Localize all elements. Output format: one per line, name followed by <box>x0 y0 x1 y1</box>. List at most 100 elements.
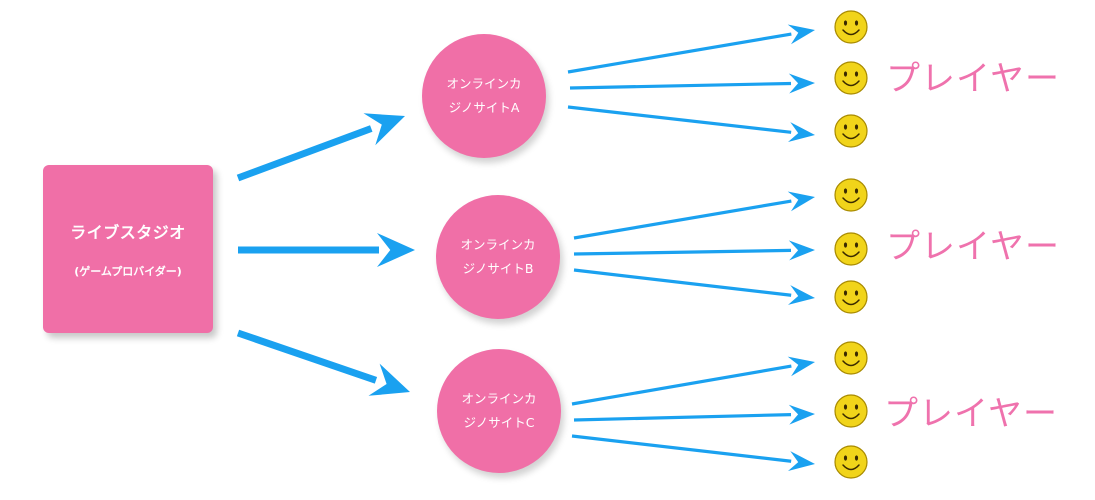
site-a-to-player-2-arrow-head <box>788 73 815 94</box>
smiley-mouth <box>842 80 860 87</box>
smiley-face <box>834 280 868 314</box>
site-b-label-line1: オンラインカ <box>460 237 536 252</box>
player-arrows <box>567 24 815 471</box>
smiley-face-icon <box>834 232 868 266</box>
site-a-to-player-1-arrow-head <box>787 24 815 45</box>
smiley-mouth <box>842 197 860 204</box>
smiley-right-eye <box>854 242 859 248</box>
smiley-face <box>834 114 868 148</box>
casino-site-a-circle: オンラインカ ジノサイトA <box>422 34 546 158</box>
studio-arrows <box>236 113 415 396</box>
live-studio-box: ライブスタジオ (ゲームプロバイダー) <box>43 165 213 333</box>
smiley-face-icon <box>834 280 868 314</box>
smiley-face-icon <box>834 178 868 212</box>
site-c-to-player-2-arrow-shaft <box>573 412 792 422</box>
smiley-face <box>834 341 868 375</box>
smiley-left-eye <box>843 404 848 410</box>
smiley-right-eye <box>854 71 859 77</box>
smiley-face-icon <box>834 61 868 95</box>
site-a-to-player-3-arrow-shaft <box>567 105 792 134</box>
casino-site-b-circle: オンラインカ ジノサイトB <box>436 195 560 319</box>
smiley-mouth <box>842 413 860 420</box>
studio-to-site-a-arrow-shaft <box>236 125 373 182</box>
site-b-to-player-1-arrow-shaft <box>573 199 792 240</box>
smiley-face-icon <box>834 341 868 375</box>
smiley-face <box>834 394 868 428</box>
smiley-left-eye <box>843 20 848 26</box>
site-a-to-player-1-arrow-shaft <box>567 32 792 74</box>
smiley-mouth <box>842 29 860 36</box>
smiley-right-eye <box>854 351 859 357</box>
site-c-to-player-1-arrow-head <box>787 356 815 377</box>
player-label-c: プレイヤー <box>884 394 1058 434</box>
smiley-face <box>834 10 868 44</box>
smiley-right-eye <box>854 404 859 410</box>
smiley-mouth <box>842 133 860 140</box>
smiley-face-icon <box>834 394 868 428</box>
smiley-left-eye <box>843 71 848 77</box>
smiley-left-eye <box>843 188 848 194</box>
smiley-left-eye <box>843 455 848 461</box>
site-b-label-line2: ジノサイトB <box>462 261 534 276</box>
player-label-a: プレイヤー <box>886 59 1060 99</box>
smiley-face-icon <box>834 114 868 148</box>
smiley-face <box>834 232 868 266</box>
studio-to-site-c-arrow-shaft <box>236 329 378 384</box>
site-c-to-player-2-arrow-head <box>788 404 815 425</box>
smiley-left-eye <box>843 351 848 357</box>
smiley-right-eye <box>854 188 859 194</box>
site-b-to-player-2-arrow-head <box>788 240 815 261</box>
studio-to-site-c-arrow-head <box>368 363 410 396</box>
site-b-to-player-2-arrow <box>573 240 815 261</box>
site-c-to-player-1-arrow-shaft <box>571 364 792 406</box>
site-c-label-line2: ジノサイトC <box>463 415 535 430</box>
site-a-to-player-2-arrow-shaft <box>569 81 792 90</box>
smiley-mouth <box>842 464 860 471</box>
smiley-right-eye <box>854 20 859 26</box>
smiley-face <box>834 178 868 212</box>
site-b-to-player-3-arrow-shaft <box>573 268 792 297</box>
site-b-to-player-3-arrow <box>573 268 815 305</box>
smileys <box>834 10 868 479</box>
site-a-to-player-2-arrow <box>569 73 815 94</box>
casino-site-c-circle: オンラインカ ジノサイトC <box>437 349 561 473</box>
player-label-b: プレイヤー <box>886 227 1060 267</box>
site-a-label-line1: オンラインカ <box>446 76 522 91</box>
studio-to-site-a-arrow <box>236 113 405 182</box>
site-c-to-player-3-arrow-head <box>788 451 815 471</box>
site-b-to-player-3-arrow-head <box>788 285 815 305</box>
site-c-to-player-1-arrow <box>571 356 815 406</box>
smiley-right-eye <box>854 290 859 296</box>
site-c-to-player-3-arrow-shaft <box>571 434 792 463</box>
smiley-left-eye <box>843 124 848 130</box>
smiley-left-eye <box>843 290 848 296</box>
site-c-to-player-3-arrow <box>571 434 815 471</box>
studio-subtitle: (ゲームプロバイダー) <box>74 265 182 278</box>
smiley-left-eye <box>843 242 848 248</box>
smiley-face <box>834 61 868 95</box>
site-a-to-player-3-arrow-head <box>788 122 815 142</box>
studio-title: ライブスタジオ <box>70 223 186 242</box>
smiley-mouth <box>842 251 860 258</box>
smiley-right-eye <box>854 124 859 130</box>
site-a-to-player-1-arrow <box>567 24 815 74</box>
smiley-mouth <box>842 299 860 306</box>
site-c-label-line1: オンラインカ <box>461 391 537 406</box>
smiley-face-icon <box>834 10 868 44</box>
studio-to-site-b-arrow <box>238 233 415 267</box>
site-b-to-player-2-arrow-shaft <box>573 248 792 256</box>
site-a-label-line2: ジノサイトA <box>448 100 520 115</box>
smiley-right-eye <box>854 455 859 461</box>
smiley-mouth <box>842 360 860 367</box>
studio-to-site-a-arrow-head <box>363 113 405 146</box>
site-b-to-player-1-arrow-head <box>787 191 815 212</box>
studio-to-site-c-arrow <box>236 329 410 396</box>
site-a-to-player-3-arrow <box>567 105 815 142</box>
site-b-to-player-1-arrow <box>573 191 815 240</box>
smiley-face <box>834 445 868 479</box>
smiley-face-icon <box>834 445 868 479</box>
site-c-to-player-2-arrow <box>573 404 815 425</box>
studio-to-site-b-arrow-head <box>377 233 415 267</box>
